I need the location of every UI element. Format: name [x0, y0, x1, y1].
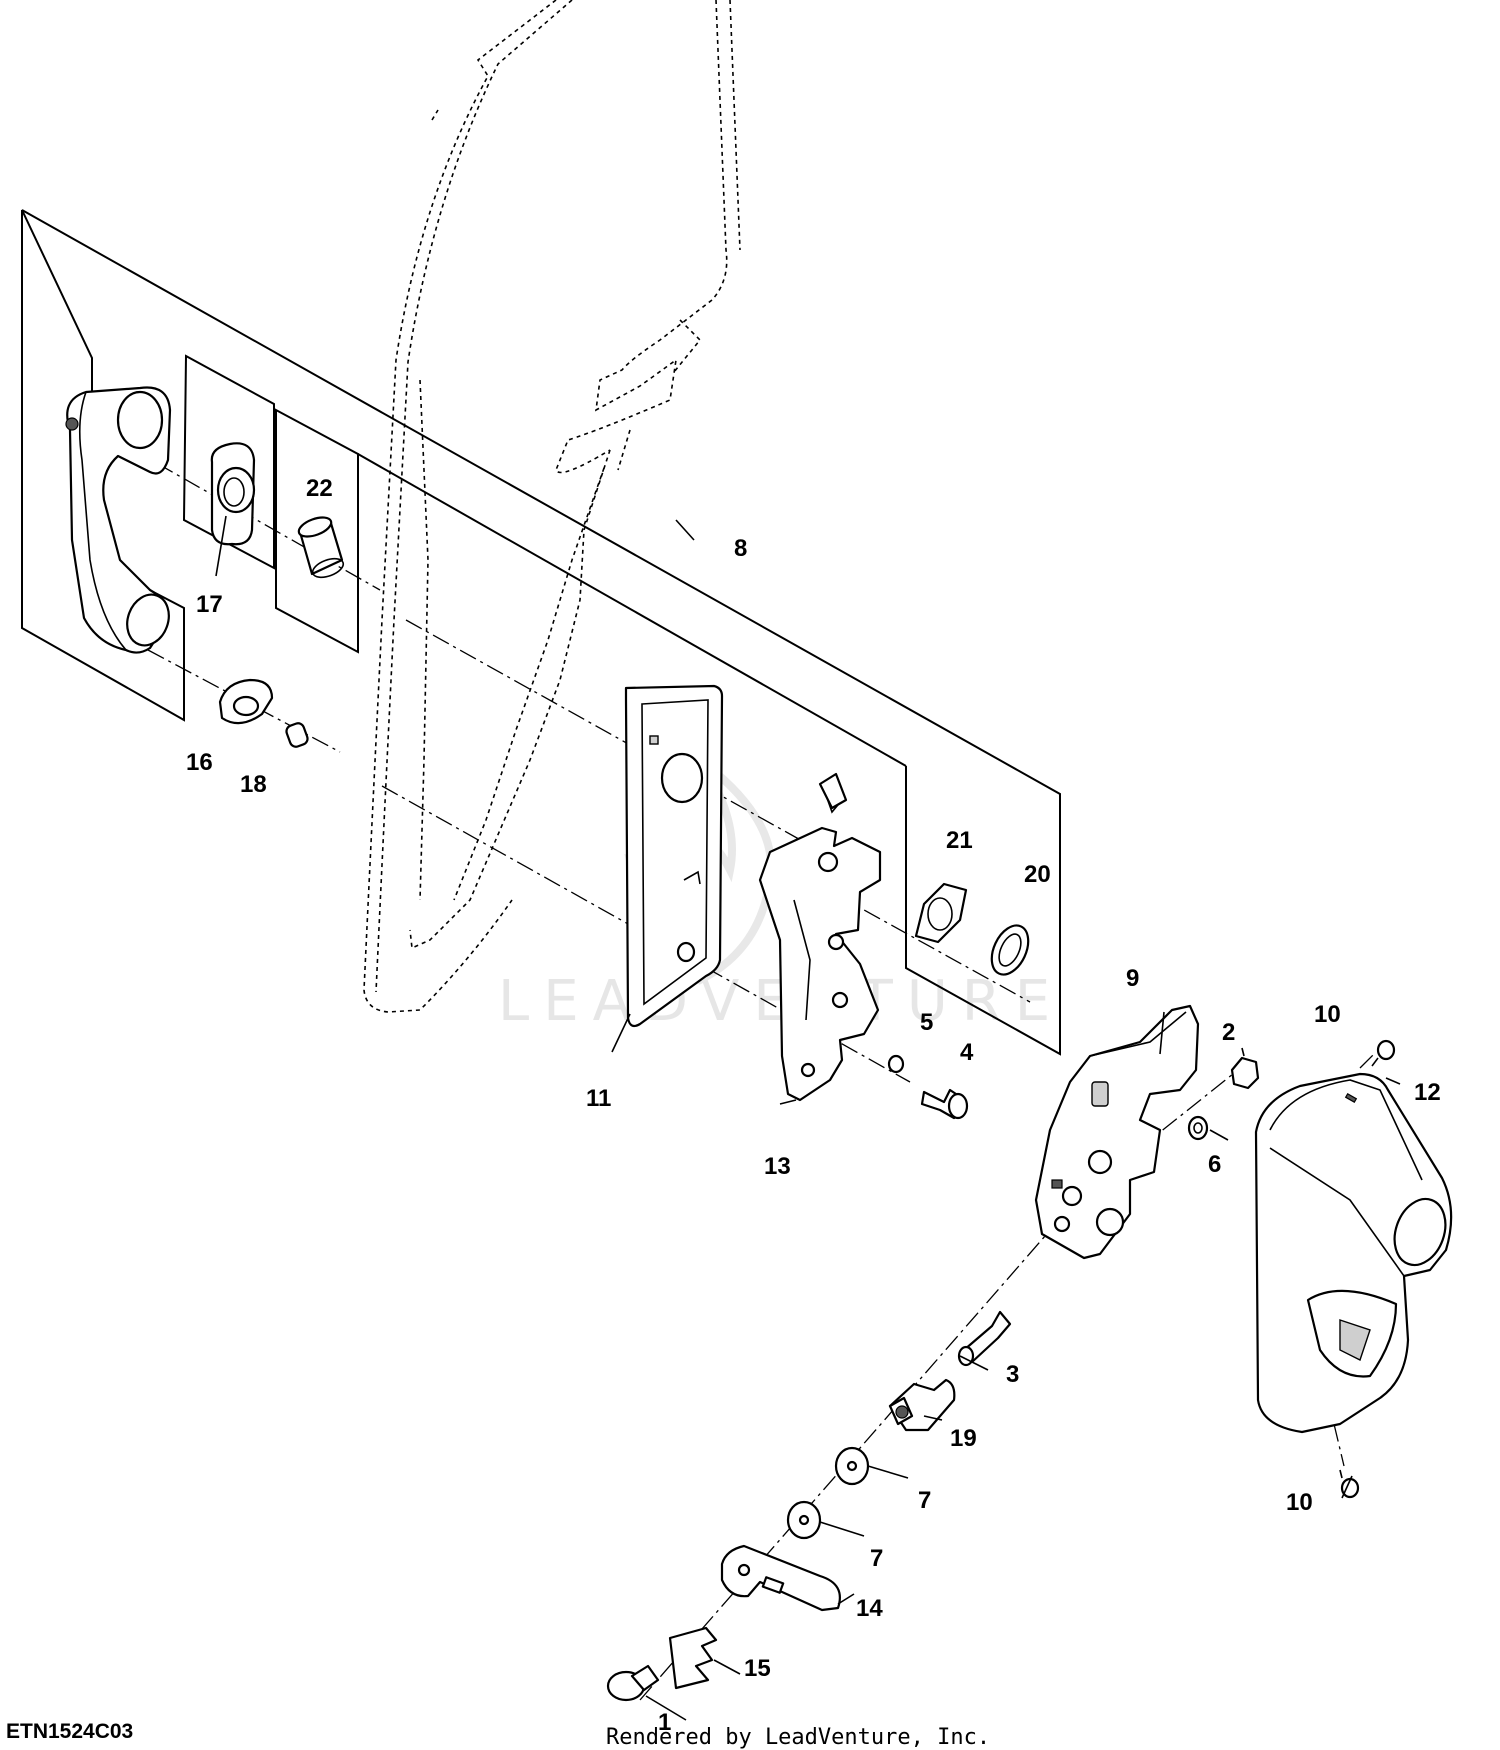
callout-13: 13	[764, 1153, 791, 1180]
striker-stud-part-19	[888, 1378, 956, 1432]
cover-part-12	[1254, 1072, 1453, 1434]
callout-20: 20	[1024, 861, 1051, 888]
nut-part-2	[1230, 1056, 1260, 1090]
washer-part-20	[990, 924, 1030, 976]
latch-assembly-part-9	[1034, 1004, 1200, 1260]
callout-6: 6	[1208, 1151, 1221, 1178]
callout-11: 11	[586, 1085, 611, 1112]
callout-4: 4	[960, 1039, 974, 1066]
figure-id: ETN1524C03	[6, 1720, 133, 1743]
callout-leaders	[215, 515, 1401, 1721]
cap-part-16	[218, 678, 274, 725]
door-frame-outline	[363, 0, 741, 1013]
washer-part-6	[1187, 1115, 1209, 1141]
exploded-view-panels	[21, 209, 1061, 1056]
knob-part-1	[606, 1664, 660, 1702]
callout-5: 5	[920, 1009, 933, 1036]
bushing-part-22	[297, 516, 345, 579]
callout-8: 8	[734, 535, 747, 562]
callout-1: 1	[658, 1709, 671, 1736]
callout-19: 19	[950, 1425, 977, 1452]
spacer-part-15	[668, 1626, 718, 1690]
pin-part-18	[285, 722, 309, 748]
callout-12: 12	[1414, 1079, 1441, 1106]
callout-21: 21	[946, 827, 973, 854]
callout-7a: 7	[918, 1487, 931, 1514]
nut-part-21	[914, 882, 968, 944]
callout-17: 17	[196, 591, 223, 618]
washer-part-7-lower	[786, 1500, 822, 1540]
screw-part-10-top	[1371, 1039, 1396, 1067]
callout-18: 18	[240, 771, 267, 798]
grab-handle-part	[65, 386, 172, 654]
watermark-text: LEADVENTURE	[498, 969, 1064, 1034]
screw-part-4	[920, 1088, 969, 1120]
bracket-part-13	[758, 772, 882, 1102]
callout-7b: 7	[870, 1545, 883, 1572]
render-credit: Rendered by LeadVenture, Inc.	[606, 1725, 990, 1750]
gasket-part-11	[624, 684, 724, 1028]
bolt-part-3	[957, 1310, 1012, 1367]
callout-14: 14	[856, 1595, 883, 1622]
callout-labels: 1 2 3 4 5 6 7 7 8 9 10 10 11 12 13 14 15…	[186, 475, 1441, 1736]
lockwasher-part-5	[887, 1054, 905, 1074]
callout-15: 15	[744, 1655, 771, 1682]
callout-10a: 10	[1314, 1001, 1341, 1028]
washer-part-7-upper	[834, 1446, 870, 1486]
callout-16: 16	[186, 749, 213, 776]
clip-part-14	[720, 1544, 841, 1612]
bezel-part-17	[210, 442, 256, 546]
callout-2: 2	[1222, 1019, 1235, 1046]
callout-22: 22	[306, 475, 333, 502]
callout-3: 3	[1006, 1361, 1019, 1388]
callout-9: 9	[1126, 965, 1139, 992]
callout-10b: 10	[1286, 1489, 1313, 1516]
